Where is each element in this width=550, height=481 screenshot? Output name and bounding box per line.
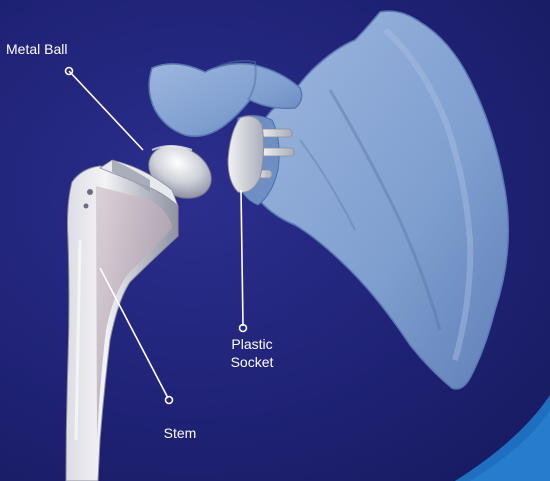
plastic-socket-label: Plastic Socket <box>212 335 292 371</box>
plastic-socket-label-line2: Socket <box>212 353 292 371</box>
scapula-bone <box>149 11 508 389</box>
stem-leader-dot <box>166 397 173 404</box>
plastic-socket-label-line1: Plastic <box>212 335 292 353</box>
plastic-socket-leader <box>241 190 243 326</box>
metal-ball-leader <box>69 71 143 150</box>
stem-label: Stem <box>150 424 210 442</box>
metal-ball-label: Metal Ball <box>6 40 67 58</box>
